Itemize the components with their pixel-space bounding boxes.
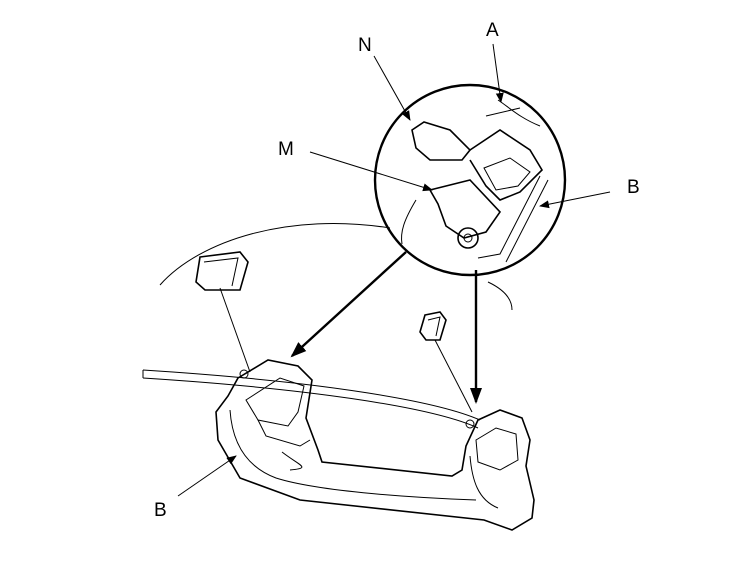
leader-a <box>492 43 504 103</box>
leader-b-handle <box>177 455 237 497</box>
left-roof-bracket <box>195 251 251 373</box>
leader-n <box>373 55 411 121</box>
right-roof-bracket <box>419 311 473 413</box>
detail-arrow-left <box>290 251 407 358</box>
headliner-outline <box>142 222 513 429</box>
callout-b-handle: B <box>154 500 167 521</box>
leader-b-detail <box>539 191 611 209</box>
grab-handle <box>215 359 535 531</box>
callout-n: N <box>358 35 372 56</box>
callout-m: M <box>278 139 294 160</box>
callout-a: A <box>486 20 499 41</box>
clip-detail-view <box>373 83 567 277</box>
leader-m <box>309 151 433 192</box>
callout-b-detail: B <box>627 177 640 198</box>
